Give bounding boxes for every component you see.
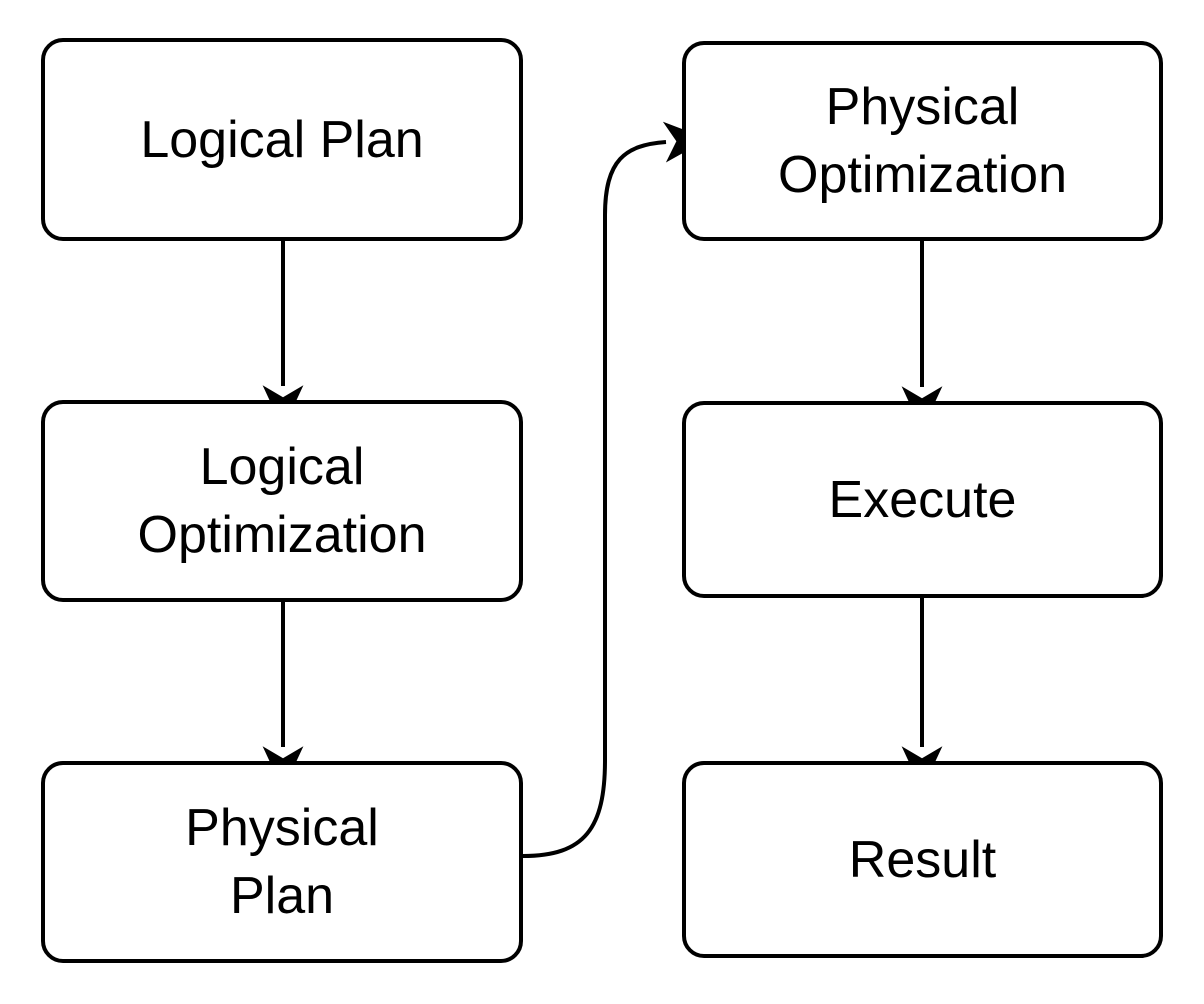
- node-result[interactable]: Result: [682, 761, 1163, 958]
- arrow-physical-plan-to-physical-optimization: [522, 121, 709, 858]
- node-physical-plan-label: Physical Plan: [185, 799, 379, 925]
- node-logical-plan-label: Logical Plan: [140, 110, 424, 169]
- node-logical-optimization[interactable]: Logical Optimization: [41, 400, 523, 602]
- node-execute[interactable]: Execute: [682, 401, 1163, 598]
- node-result-label: Result: [848, 830, 997, 889]
- node-physical-plan[interactable]: Physical Plan: [41, 761, 523, 963]
- node-logical-plan[interactable]: Logical Plan: [41, 38, 523, 241]
- node-execute-label: Execute: [828, 470, 1017, 529]
- node-logical-optimization-label: Logical Optimization: [137, 438, 427, 564]
- node-physical-optimization[interactable]: Physical Optimization: [682, 41, 1163, 241]
- node-physical-optimization-label: Physical Optimization: [778, 78, 1067, 204]
